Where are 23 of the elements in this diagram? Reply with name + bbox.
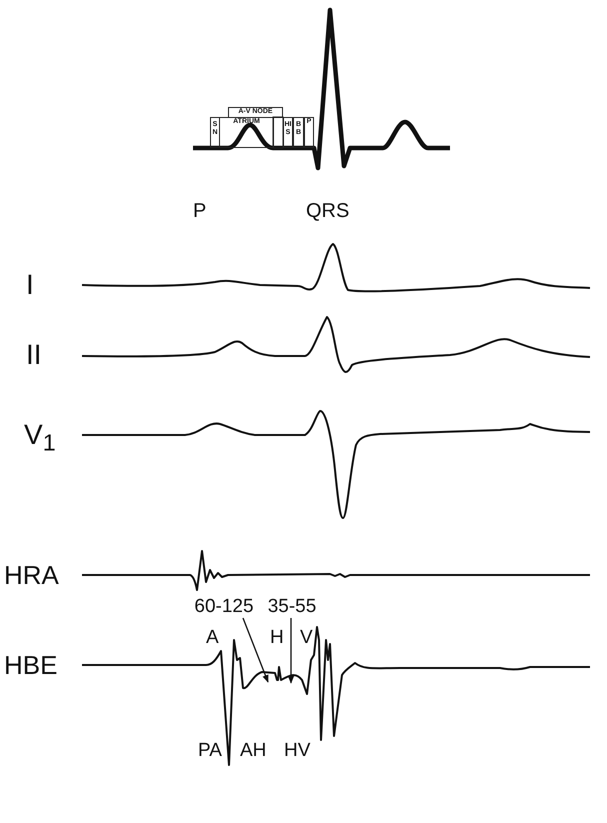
lead-label: II <box>26 341 42 369</box>
node-label-box <box>304 117 314 148</box>
leader-arrow <box>242 618 269 683</box>
lead-label: HRA <box>4 562 59 588</box>
deflection-label: V <box>300 628 313 647</box>
interval-label: 60-125 <box>194 596 254 616</box>
deflection-label: A <box>206 628 219 647</box>
wave-label: QRS <box>306 201 350 221</box>
interval-label: 35-55 <box>268 596 316 616</box>
node-label-box <box>210 117 220 148</box>
node-label-box <box>283 117 293 148</box>
leader-arrow <box>288 618 294 684</box>
interval-label: PA <box>198 741 222 760</box>
node-label-box <box>293 117 304 148</box>
wave-label: P <box>193 201 206 221</box>
deflection-label: H <box>270 628 284 647</box>
interval-label: AH <box>240 741 266 760</box>
interval-label: HV <box>284 741 310 760</box>
node-label-box <box>228 107 283 118</box>
node-label-box <box>219 117 274 148</box>
lead-label: HBE <box>4 652 58 678</box>
lead-label: V$_{1}$ <box>24 421 56 455</box>
lead-label: I <box>26 271 34 299</box>
